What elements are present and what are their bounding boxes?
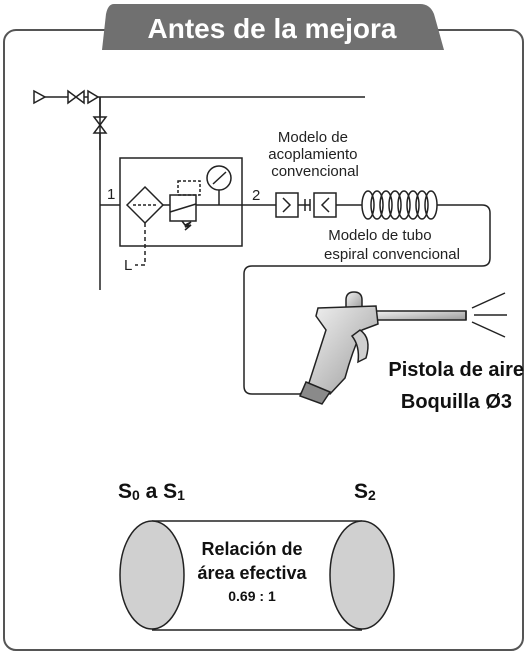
- s1-sub: 1: [177, 487, 185, 503]
- frl-unit-box: [119, 157, 243, 247]
- coupling-line-3: convencional: [271, 163, 359, 180]
- spiral-tube-label: Modelo de tubo espiral convencional: [324, 227, 460, 263]
- spiral-tube-icon: [361, 190, 438, 220]
- drain-label: L: [124, 257, 132, 274]
- s0-sub: 0: [132, 487, 140, 503]
- title-banner: [102, 4, 444, 50]
- supply-arrow-icon: [33, 89, 47, 105]
- air-gun-label: Pistola de aire: [388, 359, 524, 381]
- nozzle-label: Boquilla Ø3: [401, 391, 512, 413]
- coupling-model-label: Modelo de acoplamiento convencional: [268, 129, 361, 180]
- ratio-line-2: área efectiva: [197, 563, 307, 583]
- spiral-line-1: Modelo de tubo: [328, 227, 431, 244]
- s2-sub: 2: [368, 487, 376, 503]
- coupling-line-1: Modelo de: [278, 129, 348, 146]
- coupling-plug-icon: [275, 192, 299, 218]
- drop-valve-icon: [92, 116, 108, 134]
- s0-s1-mid: a S: [140, 480, 177, 503]
- ratio-value: 0.69 : 1: [228, 588, 276, 604]
- s2-label: S2: [354, 480, 376, 503]
- s0-s1-label: S0 a S1: [118, 480, 185, 503]
- check-valve-icon: [87, 89, 100, 105]
- coupling-line-2: acoplamiento: [268, 146, 357, 163]
- air-blast-icon: [471, 292, 507, 338]
- effective-area-cylinder: [119, 520, 395, 631]
- s0-s1-s: S: [118, 480, 132, 503]
- circuit: [33, 89, 491, 395]
- gate-valve-icon: [67, 89, 85, 105]
- cylinder-right-face: [329, 520, 395, 630]
- port-in-label: 1: [107, 186, 115, 203]
- port-out-label: 2: [252, 187, 260, 204]
- coupling-socket-icon: [313, 192, 337, 218]
- cylinder-left-face: [119, 520, 185, 630]
- ratio-line-1: Relación de: [201, 539, 302, 559]
- title-text: Antes de la mejora: [148, 13, 397, 44]
- hose-line: [243, 204, 491, 395]
- air-gun-icon: [298, 291, 467, 405]
- spiral-line-2: espiral convencional: [324, 246, 460, 263]
- s2-s: S: [354, 480, 368, 503]
